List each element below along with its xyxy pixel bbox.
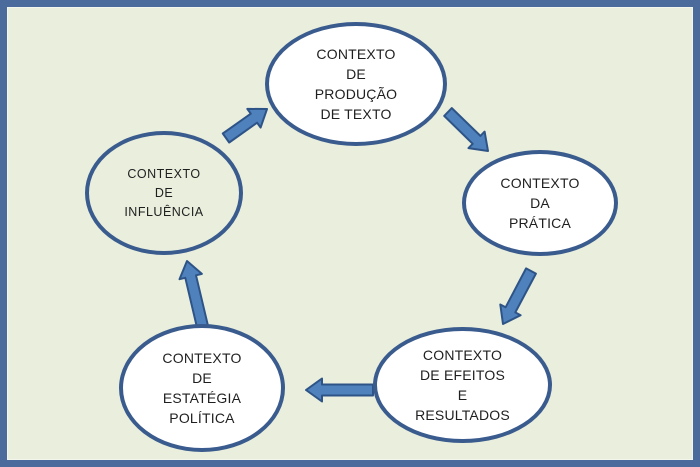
node-label-line: CONTEXTO [422, 347, 503, 363]
node-label-line: DE EFEITOS [420, 367, 505, 383]
arrow-influencia-to-producao [221, 107, 268, 144]
node-label-line: DE [154, 185, 174, 200]
arrow-efeitos-to-estategia [305, 377, 374, 403]
arrow-producao-to-pratica [443, 107, 489, 152]
node-contexto-estategia-politica[interactable]: CONTEXTO DE ESTATÉGIA POLÍTICA [119, 324, 285, 452]
node-label-line: DA [530, 195, 550, 211]
node-contexto-producao-texto[interactable]: CONTEXTO DE PRODUÇÃO DE TEXTO [265, 22, 447, 146]
node-label-line: CONTEXTO [500, 175, 580, 191]
node-contexto-pratica[interactable]: CONTEXTO DA PRÁTICA [462, 150, 618, 256]
node-label-line: CONTEXTO [127, 166, 201, 181]
node-label-line: INFLUÊNCIA [124, 204, 204, 219]
node-label-line: CONTEXTO [162, 350, 242, 366]
node-label-line: PRÁTICA [508, 215, 572, 231]
node-contexto-efeitos-resultados[interactable]: CONTEXTO DE EFEITOS E RESULTADOS [373, 327, 552, 443]
node-label-line: DE [346, 66, 366, 82]
node-contexto-influencia[interactable]: CONTEXTO DE INFLUÊNCIA [85, 131, 243, 255]
node-label-line: DE TEXTO [320, 106, 392, 122]
arrow-pratica-to-efeitos [499, 267, 537, 325]
node-label-line: PRODUÇÃO [314, 86, 398, 102]
node-label-line: E [457, 387, 468, 403]
node-label-line: DE [192, 370, 212, 386]
node-label-line: ESTATÉGIA [162, 390, 242, 406]
node-label-line: CONTEXTO [316, 46, 396, 62]
node-label-line: RESULTADOS [415, 407, 510, 423]
node-label-line: POLÍTICA [169, 410, 235, 426]
